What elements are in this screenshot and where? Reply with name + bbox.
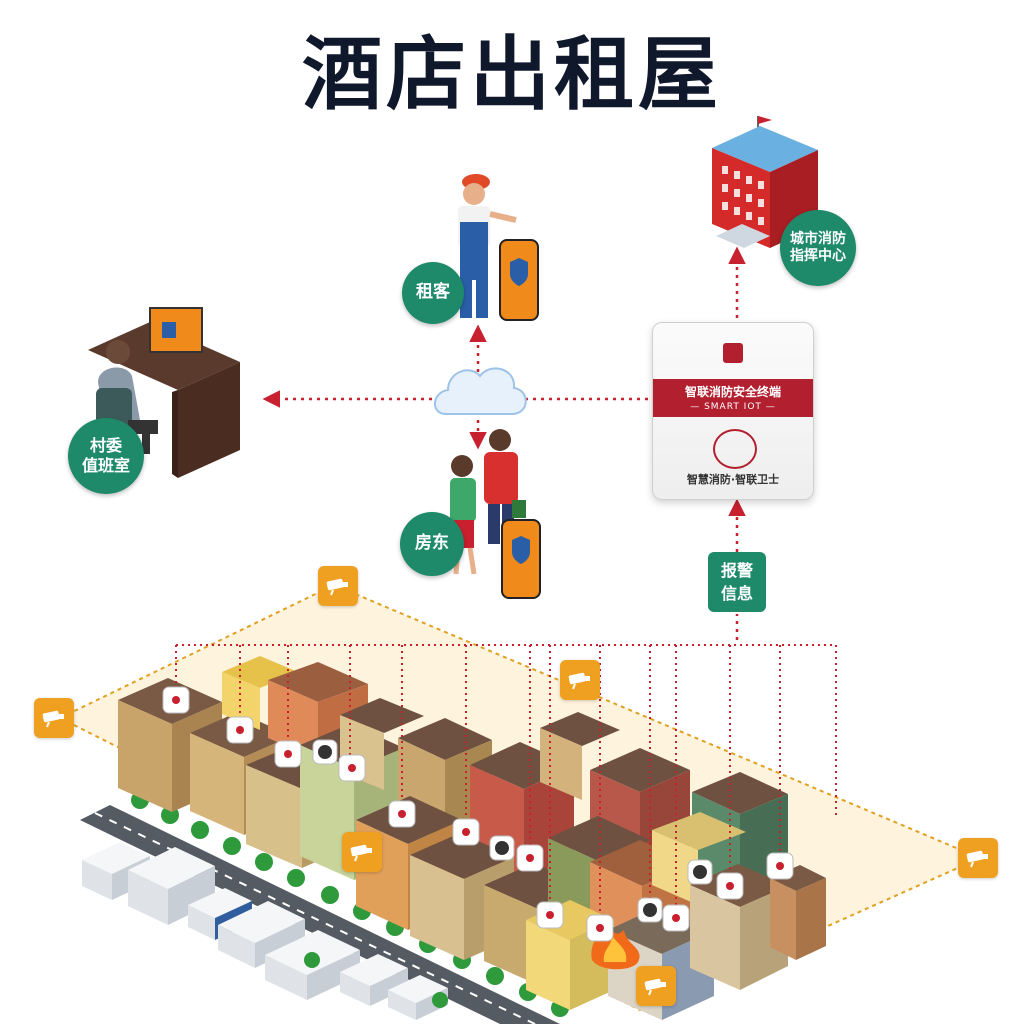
terminal-logo-icon: [723, 343, 743, 363]
village-line-2: 值班室: [81, 456, 130, 475]
village-line-1: 村委: [89, 436, 122, 455]
city-fire-line-1: 城市消防: [790, 230, 846, 247]
village-office-illustration: [88, 307, 240, 478]
alarm-line-1: 报警: [720, 560, 753, 580]
detector-lines: [175, 644, 837, 920]
landlord-label: 房东: [415, 533, 449, 554]
cloud-icon: [434, 367, 527, 415]
white-buildings: [82, 842, 448, 1020]
terminal-slogan: 智慧消防·智联卫士: [686, 473, 780, 486]
camera-icon: [560, 660, 600, 700]
network-lines: [262, 246, 746, 640]
tenant-illustration: [458, 174, 517, 318]
terminal-band: 智联消防安全终端 — SMART IOT —: [653, 379, 813, 417]
landlord-badge: 房东: [400, 512, 464, 576]
camera-icon: [34, 698, 74, 738]
city-fire-center-badge: 城市消防 指挥中心: [780, 210, 856, 286]
city-fire-building-illustration: [712, 116, 818, 248]
terminal-stamp-icon: [713, 429, 757, 469]
camera-icon: [318, 566, 358, 606]
camera-icon: [958, 838, 998, 878]
terminal-name: 智联消防安全终端: [684, 385, 781, 399]
alarm-info-label: 报警 信息: [708, 552, 766, 612]
page-title: 酒店出租屋: [302, 28, 722, 121]
city-fire-line-2: 指挥中心: [790, 248, 846, 264]
smoke-detector-icon: [162, 686, 794, 942]
tenant-badge: 租客: [402, 262, 464, 324]
terminal-subtitle: — SMART IOT —: [690, 402, 776, 412]
smart-terminal-device: 智联消防安全终端 — SMART IOT — 智慧消防·智联卫士: [652, 322, 814, 500]
phone-icon: [499, 239, 539, 321]
alarm-line-2: 信息: [720, 584, 753, 603]
village-duty-room-badge: 村委 值班室: [68, 418, 144, 494]
phone-icon: [501, 519, 541, 599]
camera-icon: [342, 832, 382, 872]
camera-icon: [636, 966, 676, 1006]
tenant-label: 租客: [416, 282, 450, 303]
